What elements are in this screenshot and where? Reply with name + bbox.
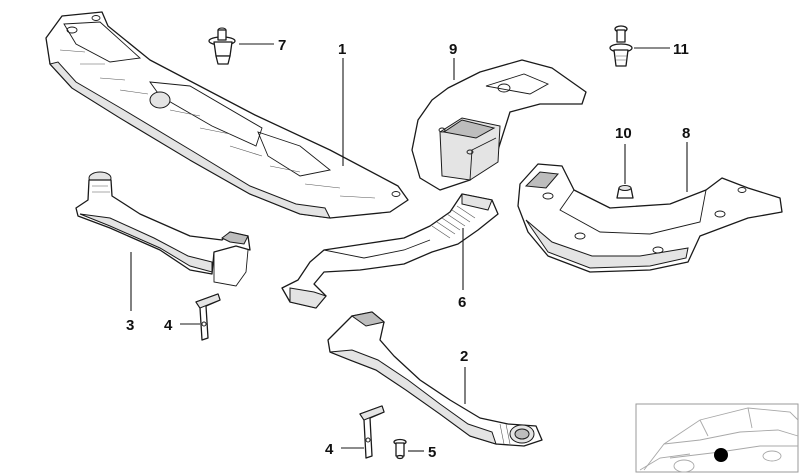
callout-3: 3 bbox=[126, 317, 134, 334]
part-3-air-duct[interactable] bbox=[75, 171, 251, 287]
thumbnail-frame bbox=[635, 403, 799, 473]
part-6-air-duct[interactable] bbox=[281, 193, 499, 309]
callout-6: 6 bbox=[458, 294, 466, 311]
part-9-heat-shield[interactable] bbox=[411, 59, 587, 191]
part-10-nut[interactable] bbox=[616, 185, 634, 199]
callout-1: 1 bbox=[338, 41, 346, 58]
part-5-screw[interactable] bbox=[393, 438, 407, 460]
location-marker bbox=[714, 448, 728, 462]
callout-9: 9 bbox=[449, 41, 457, 58]
callout-4-lower: 4 bbox=[325, 441, 334, 458]
leader-lines bbox=[130, 43, 688, 452]
callout-2: 2 bbox=[460, 348, 468, 365]
callout-10: 10 bbox=[615, 125, 632, 142]
callout-7: 7 bbox=[278, 37, 286, 54]
callout-5: 5 bbox=[428, 444, 436, 461]
callout-8: 8 bbox=[682, 125, 690, 142]
part-8-heat-shield[interactable] bbox=[517, 163, 783, 273]
callout-11: 11 bbox=[673, 41, 689, 58]
callout-4-upper: 4 bbox=[164, 317, 173, 334]
callout-labels: 1 2 3 4 4 5 6 7 8 9 10 11 bbox=[126, 37, 690, 461]
part-4-bracket-upper[interactable] bbox=[195, 293, 221, 341]
vehicle-location-thumbnail bbox=[635, 403, 799, 473]
part-2-air-duct[interactable] bbox=[327, 311, 543, 447]
part-7-clip[interactable] bbox=[208, 27, 236, 65]
part-1-underbody-panel[interactable] bbox=[45, 11, 409, 219]
part-11-bolt[interactable] bbox=[609, 25, 633, 67]
part-4-bracket-lower[interactable] bbox=[359, 405, 385, 459]
